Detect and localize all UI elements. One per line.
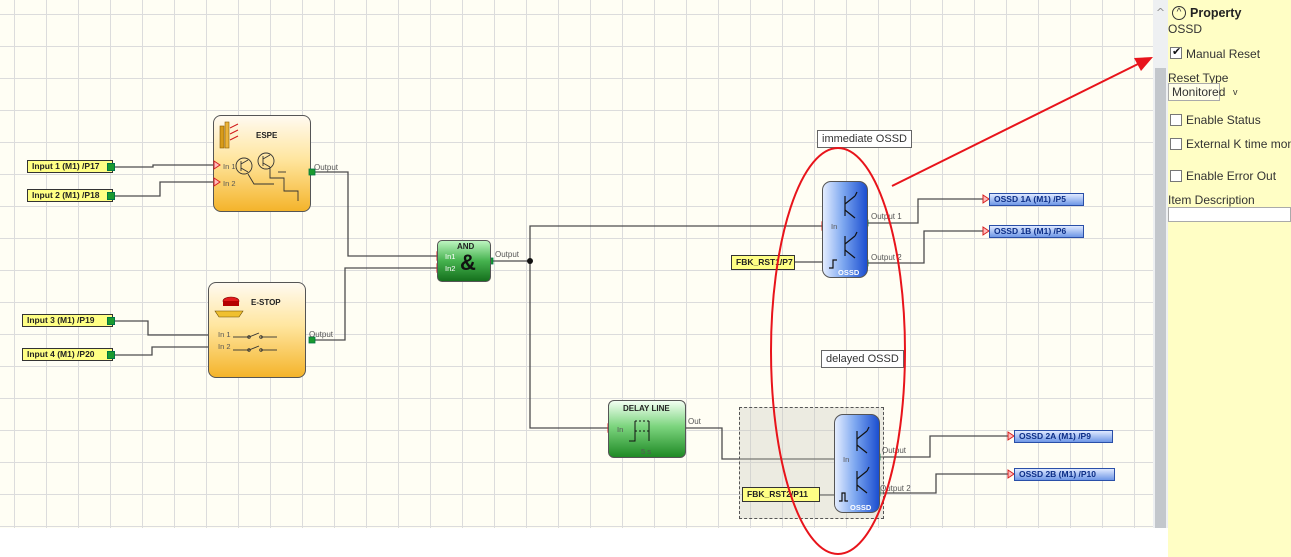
wire-ossd1-out2 bbox=[868, 230, 983, 264]
manual-reset-checkbox[interactable]: ✔ bbox=[1170, 46, 1182, 59]
estop-title: E-STOP bbox=[251, 298, 281, 307]
checkmark-icon: ✔ bbox=[1172, 46, 1182, 58]
wire-espe-and bbox=[314, 171, 437, 257]
ampersand-icon: & bbox=[460, 250, 476, 275]
ossd1-name: OSSD bbox=[838, 268, 860, 277]
out2b-pin bbox=[1007, 469, 1015, 479]
item-description-input[interactable] bbox=[1168, 207, 1291, 222]
wire-input1-espe bbox=[113, 164, 214, 168]
estop-in2-label: In 2 bbox=[218, 342, 231, 351]
delay-line-block[interactable]: DELAY LINE In 5 s bbox=[608, 400, 686, 458]
estop-output-label: Output bbox=[309, 330, 334, 339]
emergency-stop-icon bbox=[214, 296, 277, 352]
transistor-icon bbox=[829, 191, 858, 269]
scroll-up-icon[interactable]: ^ bbox=[1155, 6, 1166, 19]
enable-status-label: Enable Status bbox=[1186, 113, 1261, 127]
wire-ossd1-out1 bbox=[868, 198, 983, 224]
ossd1-out1-label: Output 1 bbox=[871, 212, 902, 221]
delay-time-label: 5 s bbox=[641, 447, 652, 456]
espe-in2-label: In 2 bbox=[223, 179, 236, 188]
espe-icon bbox=[219, 121, 299, 201]
wire-estop-and bbox=[314, 267, 437, 341]
input-1-pin[interactable] bbox=[107, 163, 115, 171]
enable-error-out-checkbox[interactable] bbox=[1170, 170, 1182, 182]
wire-delay-ossd2 bbox=[686, 427, 835, 460]
out1a-pin bbox=[982, 194, 990, 204]
estop-block[interactable]: E-STOP In 1 In 2 bbox=[208, 282, 306, 378]
panel-subtitle: OSSD bbox=[1168, 22, 1203, 36]
wire-input2-espe bbox=[113, 181, 214, 197]
external-k-checkbox[interactable] bbox=[1170, 138, 1182, 150]
and-in1-label: In1 bbox=[445, 252, 456, 261]
wire-ossd2-out2 bbox=[880, 473, 1008, 494]
reset-type-select[interactable]: Monitored v bbox=[1168, 83, 1238, 101]
external-k-label: External K time moni bbox=[1186, 137, 1291, 151]
espe-in1-pin bbox=[213, 160, 221, 170]
output-tag-2a[interactable]: OSSD 2A (M1) /P9 bbox=[1014, 430, 1113, 443]
and-title: AND bbox=[457, 242, 475, 251]
output-tag-2b[interactable]: OSSD 2B (M1) /P10 bbox=[1014, 468, 1115, 481]
property-panel: ^ Property OSSD ✔ Manual Reset Reset Typ… bbox=[1168, 0, 1291, 557]
timer-icon bbox=[629, 420, 650, 442]
and-output-label: Output bbox=[495, 250, 520, 259]
wire-node-delay bbox=[529, 261, 608, 429]
estop-output-pin bbox=[308, 336, 316, 344]
ossd2-out2-label: Output 2 bbox=[880, 484, 911, 493]
enable-status-checkbox[interactable] bbox=[1170, 114, 1182, 126]
annotation-layer bbox=[770, 63, 1139, 555]
input-2-pin[interactable] bbox=[107, 192, 115, 200]
and-in2-label: In2 bbox=[445, 264, 456, 273]
feedback-tag-2[interactable]: FBK_RST2/P11 bbox=[742, 487, 820, 502]
wire-junction bbox=[527, 258, 533, 264]
espe-in1-label: In 1 bbox=[223, 162, 236, 171]
espe-title: ESPE bbox=[256, 131, 278, 140]
out1b-pin bbox=[982, 226, 990, 236]
delay-out-label: Out bbox=[688, 417, 701, 426]
espe-output-pin bbox=[308, 168, 316, 176]
logic-canvas[interactable] bbox=[0, 0, 1153, 528]
chevron-down-icon: v bbox=[1233, 87, 1238, 97]
enable-error-out-label: Enable Error Out bbox=[1186, 169, 1277, 183]
input-3-pin[interactable] bbox=[107, 317, 115, 325]
annotation-ellipse bbox=[770, 147, 906, 555]
callout-immediate-ossd: immediate OSSD bbox=[817, 130, 912, 148]
output-tag-1b[interactable]: OSSD 1B (M1) /P6 bbox=[989, 225, 1084, 238]
wire-input3-estop bbox=[113, 320, 209, 336]
transistor-icon bbox=[839, 426, 870, 502]
panel-title: Property bbox=[1190, 6, 1242, 20]
ossd1-in-label: In bbox=[831, 222, 838, 231]
reset-type-value: Monitored bbox=[1172, 85, 1226, 99]
input-4-pin[interactable] bbox=[107, 351, 115, 359]
manual-reset-label: Manual Reset bbox=[1186, 47, 1261, 61]
wire-input4-estop bbox=[113, 346, 209, 356]
item-description-label: Item Description bbox=[1168, 193, 1255, 207]
collapse-icon[interactable]: ^ bbox=[1172, 6, 1186, 20]
output-tag-1a[interactable]: OSSD 1A (M1) /P5 bbox=[989, 193, 1084, 206]
scrollbar-thumb[interactable] bbox=[1155, 68, 1166, 528]
espe-block[interactable]: ESPE In 1 In 2 bbox=[213, 115, 311, 212]
wires-layer bbox=[113, 164, 1008, 496]
reset-type-label: Reset Type bbox=[1168, 71, 1229, 85]
ossd1-out2-label: Output 2 bbox=[871, 253, 902, 262]
ossd2-in-label: In bbox=[843, 455, 850, 464]
espe-output-label: Output bbox=[314, 163, 339, 172]
estop-in1-label: In 1 bbox=[218, 330, 231, 339]
ossd2-out1-label: Output bbox=[882, 446, 907, 455]
canvas-footer bbox=[0, 528, 1153, 557]
delay-title: DELAY LINE bbox=[623, 404, 670, 413]
wire-ossd2-out1 bbox=[880, 435, 1008, 458]
and-block[interactable]: AND & In1 In2 bbox=[437, 240, 491, 282]
out2a-pin bbox=[1007, 431, 1015, 441]
annotation-arrow bbox=[891, 63, 1139, 187]
delay-in-label: In bbox=[617, 425, 624, 434]
wire-node-ossd1 bbox=[529, 225, 822, 261]
ossd2-name: OSSD bbox=[850, 503, 872, 512]
ossd-delayed-block[interactable]: In OSSD bbox=[834, 414, 880, 513]
ossd-immediate-block[interactable]: In OSSD bbox=[822, 181, 868, 278]
callout-delayed-ossd: delayed OSSD bbox=[821, 350, 904, 368]
espe-in2-pin bbox=[213, 177, 221, 187]
